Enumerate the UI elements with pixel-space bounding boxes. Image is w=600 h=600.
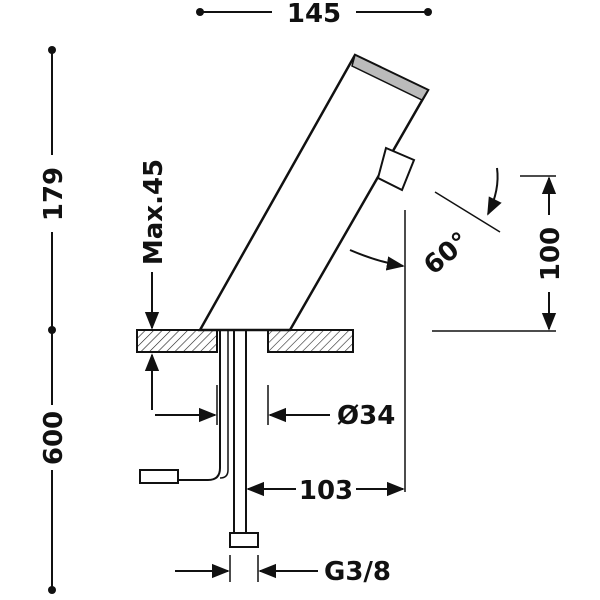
countertop-section [136,329,354,353]
dimension-connection: G3/8 [175,555,391,587]
dimension-label-max-thickness: Max.45 [139,159,169,265]
dimension-left-heights: 179 600 [39,46,69,594]
dimension-label-overall-width: 145 [287,0,341,29]
dimension-spout-height: 100 [432,175,566,332]
dimension-max-thickness: Max.45 [139,159,169,410]
dimension-label-height-bottom: 600 [39,411,69,465]
cable-connector [139,469,179,484]
dimension-label-hole-diameter: Ø34 [337,401,395,431]
sensor-window [376,146,416,192]
dimension-label-angle: 60° [418,227,475,282]
dimension-label-spout-height: 100 [536,227,566,281]
dimension-label-connection: G3/8 [324,557,391,587]
supply-hose [139,330,259,548]
dimension-hole-diameter: Ø34 [155,385,395,431]
dimension-reach: 103 [246,210,406,506]
dimension-label-height-top: 179 [39,167,69,221]
hose-fitting [229,532,259,548]
dimension-label-reach: 103 [299,476,353,506]
faucet-body [197,53,430,332]
dimension-overall-width: 145 [196,0,432,29]
